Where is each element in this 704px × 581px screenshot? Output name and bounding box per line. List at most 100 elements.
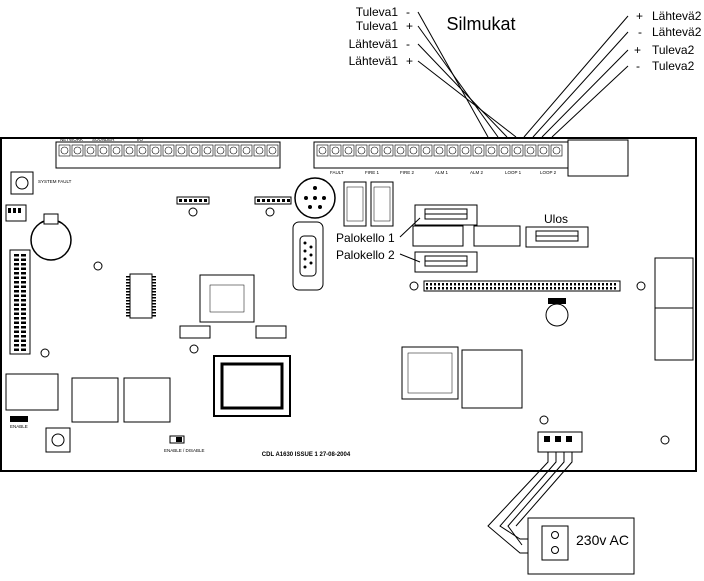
expansion-pin [538, 287, 540, 290]
terminal-screw-head [203, 146, 212, 155]
relay-1 [343, 181, 367, 227]
header-pin [194, 199, 197, 202]
expansion-pin [518, 283, 520, 286]
ribbon-pin [21, 272, 26, 275]
header-pin [204, 199, 207, 202]
expansion-pin [454, 287, 456, 290]
ribbon-pin [21, 317, 26, 320]
header-pin [287, 199, 290, 202]
ic-pin [126, 294, 130, 296]
left-ribbon-connector [9, 249, 31, 355]
terminal-screw-head [461, 146, 470, 155]
expansion-pin [554, 283, 556, 286]
expansion-pin [474, 283, 476, 286]
expansion-pin [526, 283, 528, 286]
terminal-screw-head [409, 146, 418, 155]
expansion-pin [594, 287, 596, 290]
wire-label-lahteva1-minus: Lähtevä1 [349, 37, 399, 51]
expansion-pin [434, 283, 436, 286]
expansion-pin [498, 283, 500, 286]
terminal-screw-head [396, 146, 405, 155]
expansion-pin [614, 283, 616, 286]
pin-block-1 [179, 325, 211, 339]
expansion-pin [478, 287, 480, 290]
expansion-pin [478, 283, 480, 286]
ribbon-pin [14, 263, 19, 266]
terminal-screw-head [86, 146, 95, 155]
expansion-pin [574, 287, 576, 290]
ic-pin [152, 297, 156, 299]
expansion-pin [462, 287, 464, 290]
expansion-pin [578, 287, 580, 290]
expansion-pin [546, 283, 548, 286]
terminal-screw-head [177, 146, 186, 155]
expansion-pin [606, 283, 608, 286]
ribbon-pin [21, 344, 26, 347]
ic-processor [401, 346, 459, 400]
ribbon-pin [14, 344, 19, 347]
terminal-screw-head [99, 146, 108, 155]
expansion-pin [614, 287, 616, 290]
right-block-upper [654, 257, 694, 311]
terminal-screw-head [383, 146, 392, 155]
ribbon-pin [21, 299, 26, 302]
terminal-screw-head [242, 146, 251, 155]
expansion-pin [430, 287, 432, 290]
diagram-title: Silmukat [446, 14, 515, 34]
loop-wires [417, 11, 629, 138]
ribbon-pin [21, 339, 26, 342]
expansion-pin [566, 287, 568, 290]
terminal-screw-head [500, 146, 509, 155]
wire-polarity: - [638, 25, 642, 39]
ic-pin [126, 303, 130, 305]
header-pin [199, 199, 202, 202]
right-terminal-strip [313, 141, 569, 169]
palokello-1-label: Palokello 1 [336, 231, 395, 245]
ribbon-pin [21, 303, 26, 306]
expansion-pin [518, 287, 520, 290]
expansion-pin [598, 287, 600, 290]
expansion-pin [470, 287, 472, 290]
expansion-pin [470, 283, 472, 286]
ic-pin [126, 309, 130, 311]
expansion-pin [494, 287, 496, 290]
ribbon-pin [14, 294, 19, 297]
expansion-pin [514, 287, 516, 290]
expansion-pin [602, 287, 604, 290]
expansion-pin [442, 287, 444, 290]
ribbon-pin [21, 290, 26, 293]
expansion-pin [566, 283, 568, 286]
header-pin [179, 199, 182, 202]
expansion-pin [598, 283, 600, 286]
terminal-screw-head [268, 146, 277, 155]
ribbon-pin [21, 312, 26, 315]
terminal-screw-head [318, 146, 327, 155]
ic-pin [126, 291, 130, 293]
ic-pin [152, 291, 156, 293]
expansion-pin [582, 283, 584, 286]
terminal-screw-head [190, 146, 199, 155]
terminal-screw-head [216, 146, 225, 155]
expansion-pin [486, 283, 488, 286]
battery-tab [43, 213, 59, 225]
expansion-pin [458, 283, 460, 286]
wire-label-tuleva1-plus: Tuleva1 [356, 19, 399, 33]
terminal-screw-head [435, 146, 444, 155]
fuse-holder [412, 225, 464, 247]
expansion-pin [558, 287, 560, 290]
expansion-pin [450, 283, 452, 286]
leader-palokello-2 [399, 253, 421, 263]
expansion-pin [562, 287, 564, 290]
expansion-pin [606, 287, 608, 290]
expansion-pin [490, 287, 492, 290]
terminal-screw-head [255, 146, 264, 155]
ribbon-pin [21, 330, 26, 333]
buzzer-holes [304, 186, 326, 209]
terminal-screw-head [357, 146, 366, 155]
expansion-pin [562, 283, 564, 286]
ic-pin [152, 294, 156, 296]
ic-pin [152, 285, 156, 287]
prog-switch-label: ENABLE / DISABLE [164, 448, 205, 453]
